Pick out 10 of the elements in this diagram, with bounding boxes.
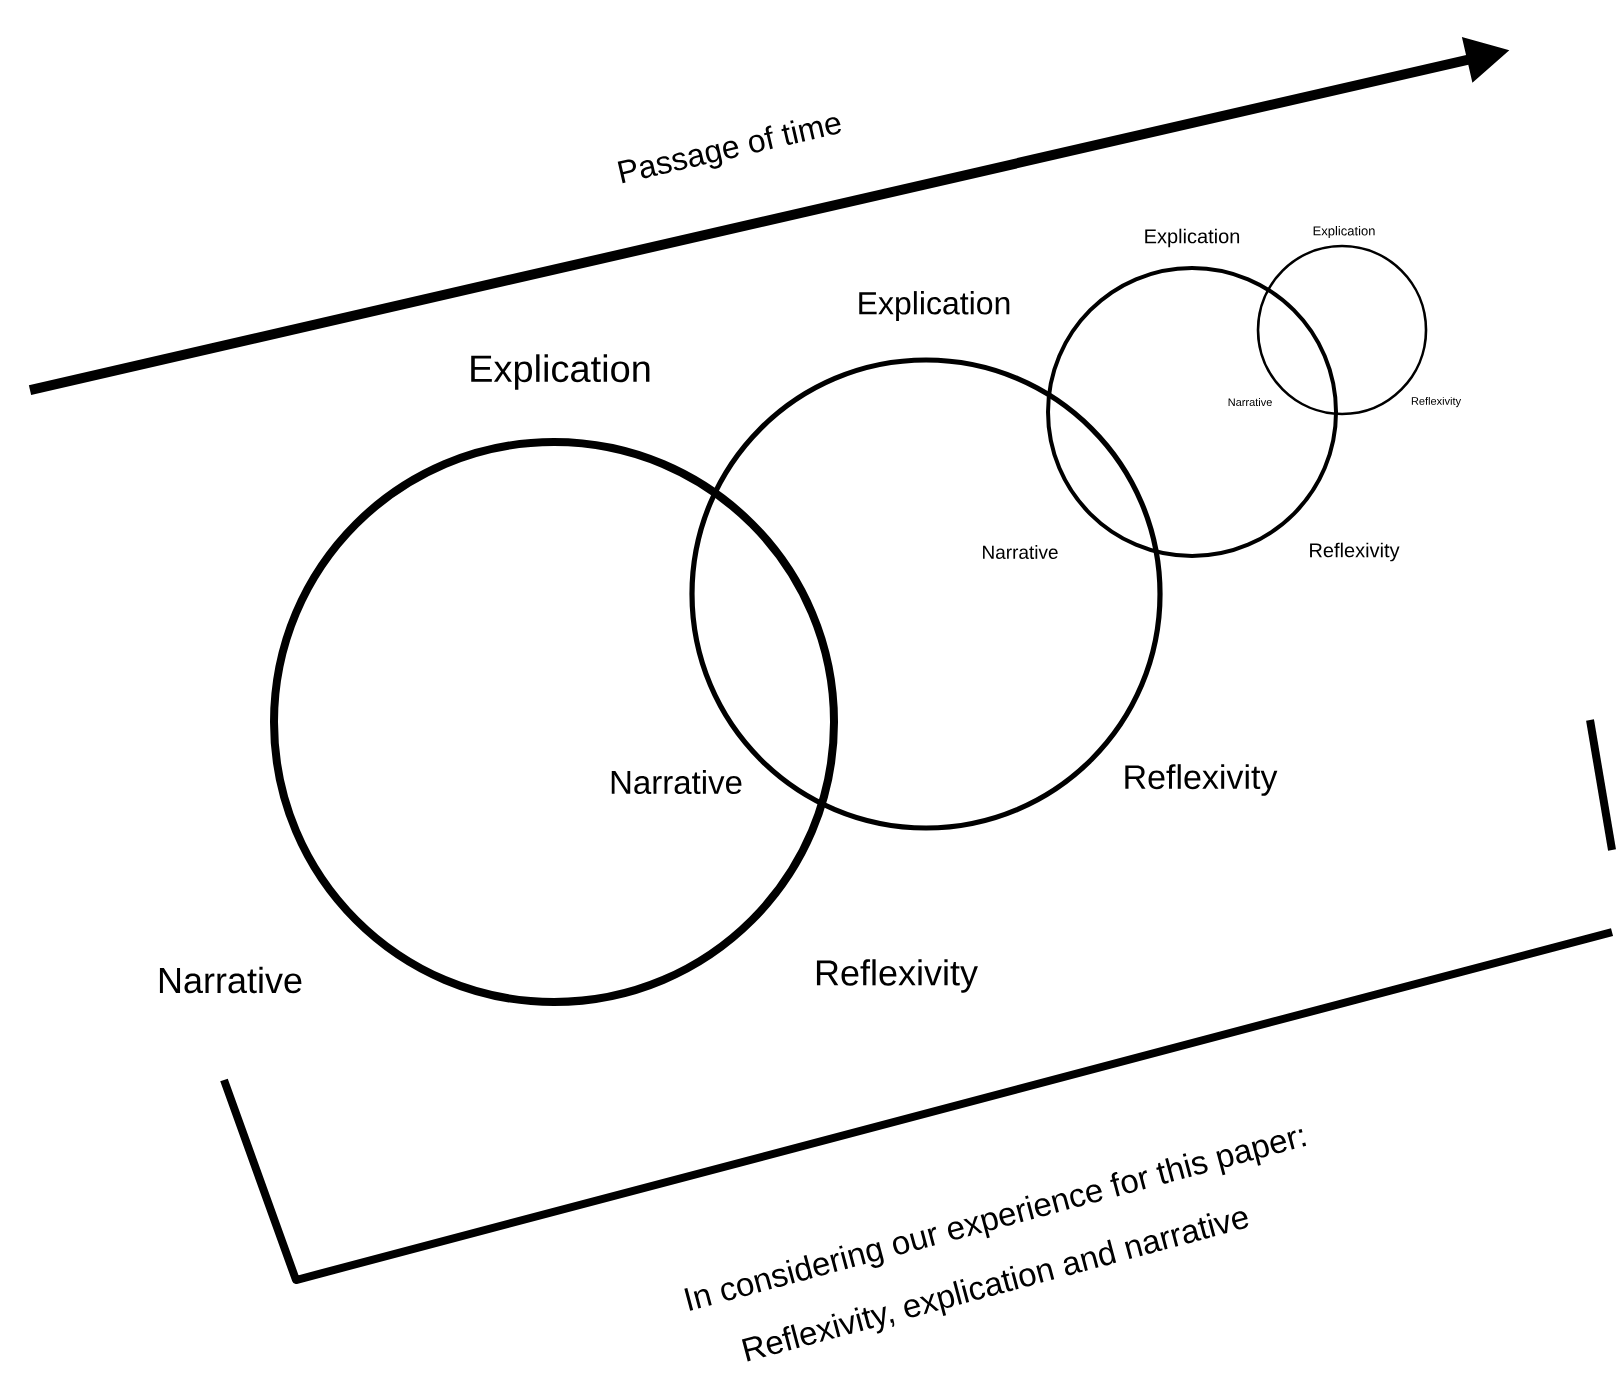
circle-label: Narrative: [611, 769, 742, 795]
arrow-label: Passage of time: [617, 117, 841, 184]
circle-label: Narrative: [159, 966, 302, 994]
circle-label: Explication: [1145, 228, 1240, 248]
circle-label: Explication: [859, 291, 1010, 321]
circle-label: Explication: [471, 354, 650, 390]
circle-label: Narrative: [983, 545, 1058, 559]
circle-label: Reflexivity: [1125, 764, 1278, 796]
circle-label: Reflexivity: [1310, 542, 1400, 562]
circle-label: Reflexivity: [816, 959, 978, 993]
